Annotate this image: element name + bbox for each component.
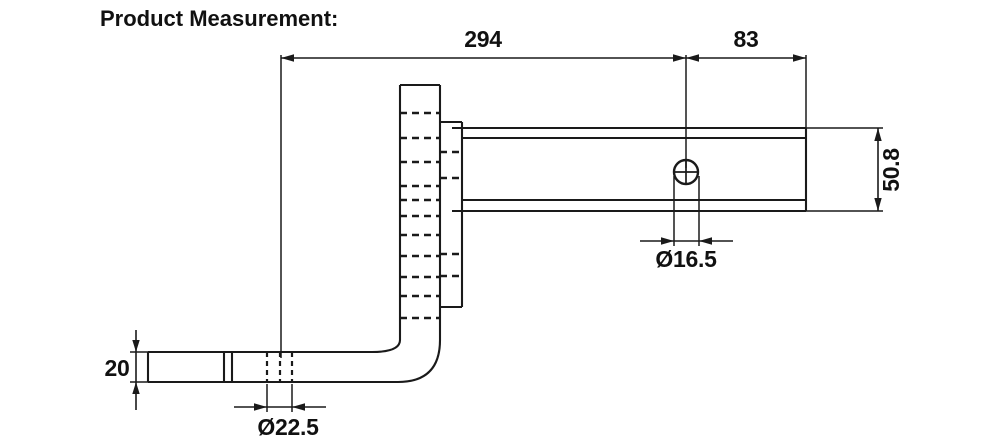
page-title: Product Measurement:: [100, 6, 338, 31]
dim-label-rod-height: 20: [105, 355, 130, 381]
rod-height-dimension-group: 20: [105, 330, 150, 410]
vertical-post-group: [398, 83, 442, 330]
arrow-hole-left: [661, 237, 674, 245]
rod-diameter-dimension-group: Ø22.5: [234, 384, 326, 440]
arrow-294-left: [281, 54, 294, 62]
dim-label-height: 50.8: [878, 148, 904, 192]
dim-label-rod-diameter: Ø22.5: [257, 414, 319, 440]
bottom-rod-group: [146, 350, 300, 384]
arrow-rod-dia-right: [292, 403, 305, 411]
arrow-83-left: [686, 54, 699, 62]
height-dimension-group: 50.8: [806, 127, 904, 212]
elbow-inner-curve: [290, 330, 402, 354]
post-thread-lines: [400, 111, 440, 320]
flange-plate-group: [440, 120, 464, 309]
dim-label-294: 294: [464, 26, 502, 52]
elbow-outer-curve: [290, 318, 442, 384]
arrow-rod-height-top: [132, 340, 140, 352]
dim-label-hole-diameter: Ø16.5: [655, 246, 717, 272]
arrow-rod-height-bottom: [132, 382, 140, 394]
through-hole-group: [672, 158, 700, 186]
arrow-height-bottom: [874, 198, 882, 211]
flange-section-lines: [440, 150, 462, 278]
arrow-294-right: [673, 54, 686, 62]
horizontal-arm-group: [452, 126, 808, 213]
arrow-height-top: [874, 128, 882, 141]
arrow-hole-right: [699, 237, 712, 245]
hole-diameter-dimension-group: Ø16.5: [640, 176, 733, 272]
top-dimension-group: 294 83: [280, 26, 807, 358]
arrow-83-right: [793, 54, 806, 62]
dim-label-83: 83: [734, 26, 759, 52]
elbow-bend-group: [290, 318, 442, 384]
arrow-rod-dia-left: [254, 403, 267, 411]
